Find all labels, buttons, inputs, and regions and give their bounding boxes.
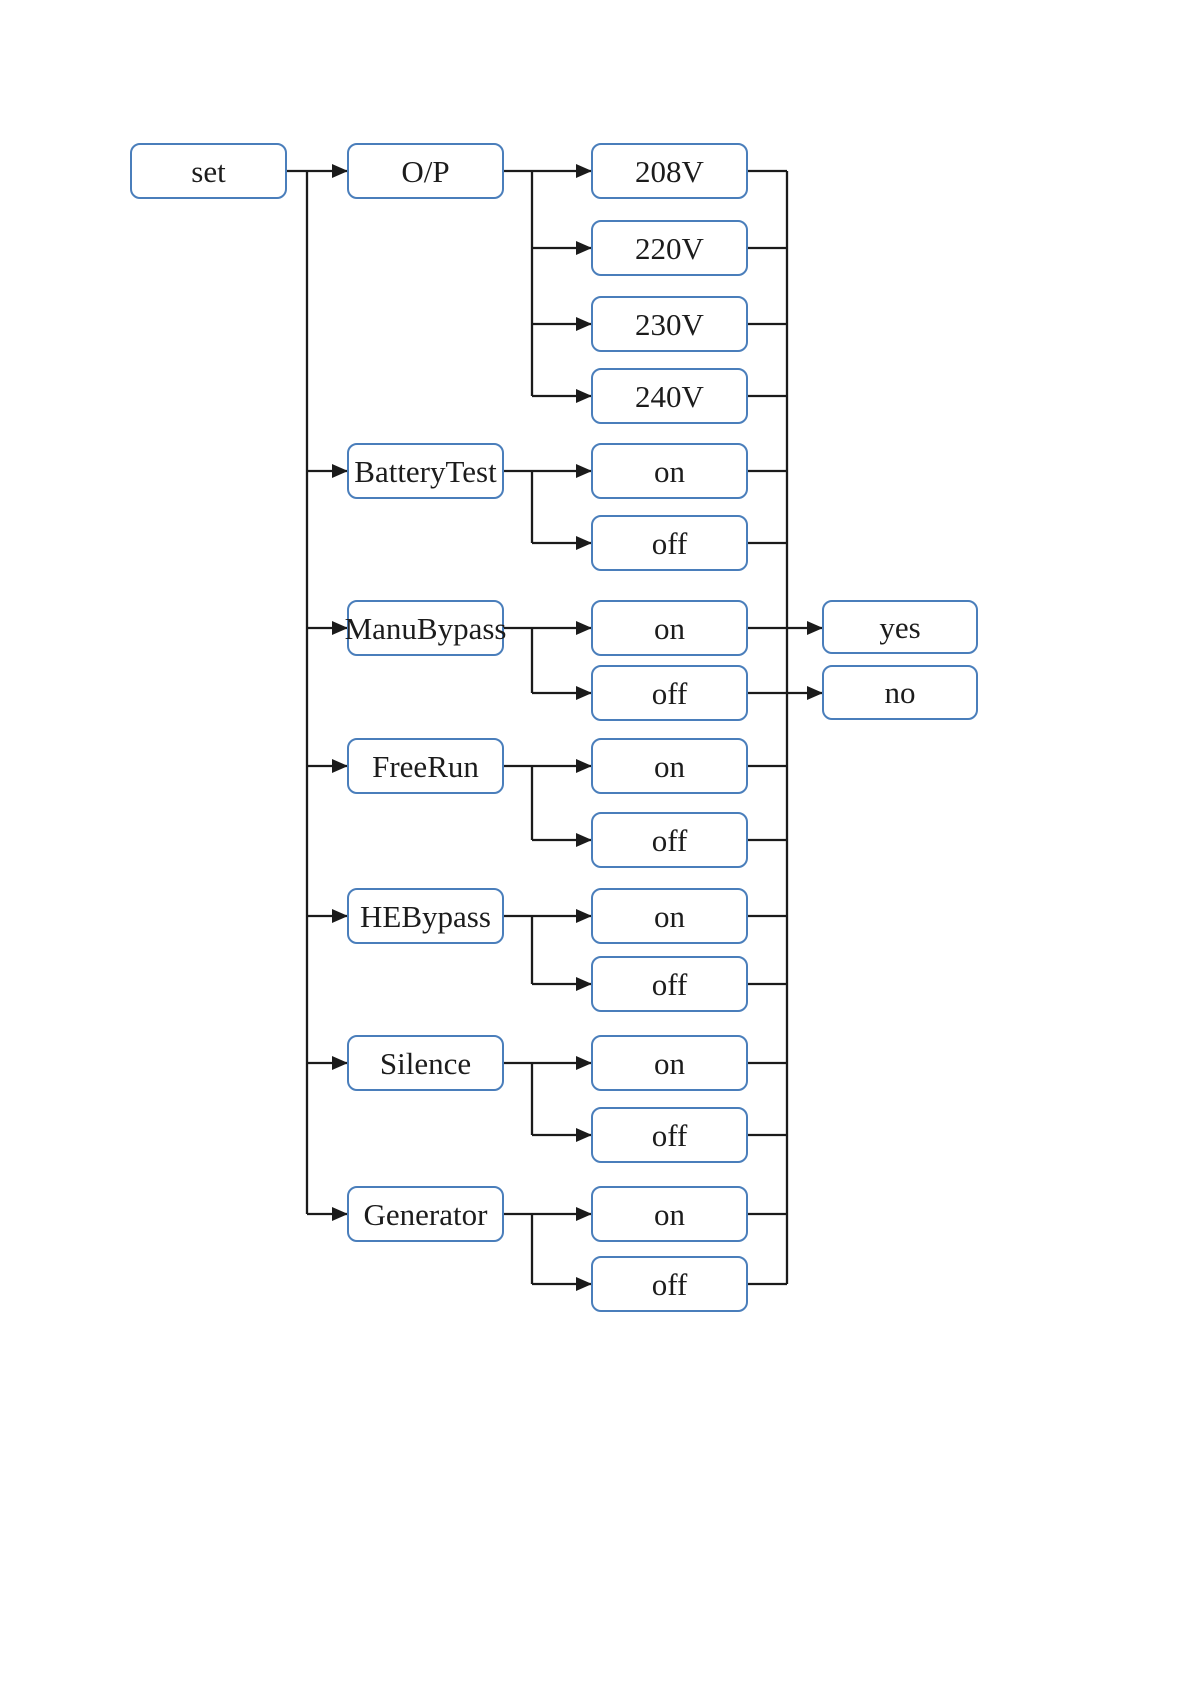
- arrow-right-icon: [576, 164, 592, 178]
- node-silence: Silence: [347, 1035, 504, 1091]
- node-op: O/P: [347, 143, 504, 199]
- arrow-right-icon: [332, 1056, 348, 1070]
- arrow-right-icon: [576, 536, 592, 550]
- arrow-right-icon: [576, 317, 592, 331]
- node-he-bypass-on: on: [591, 888, 748, 944]
- arrow-right-icon: [576, 1056, 592, 1070]
- arrow-right-icon: [332, 164, 348, 178]
- arrow-right-icon: [576, 389, 592, 403]
- node-op-230v: 230V: [591, 296, 748, 352]
- node-manu-bypass-on: on: [591, 600, 748, 656]
- node-op-240v: 240V: [591, 368, 748, 424]
- arrow-right-icon: [576, 464, 592, 478]
- node-manu-bypass: ManuBypass: [345, 600, 506, 656]
- node-set: set: [130, 143, 287, 199]
- arrow-right-icon: [576, 1128, 592, 1142]
- arrow-right-icon: [576, 241, 592, 255]
- node-he-bypass: HEBypass: [347, 888, 504, 944]
- node-op-208v: 208V: [591, 143, 748, 199]
- node-silence-on: on: [591, 1035, 748, 1091]
- node-generator-off: off: [591, 1256, 748, 1312]
- arrow-right-icon: [807, 621, 823, 635]
- node-battery-test-on: on: [591, 443, 748, 499]
- arrow-right-icon: [576, 977, 592, 991]
- node-generator-on: on: [591, 1186, 748, 1242]
- node-manu-bypass-no: no: [822, 665, 978, 720]
- node-battery-test-off: off: [591, 515, 748, 571]
- arrow-right-icon: [332, 464, 348, 478]
- arrow-right-icon: [332, 909, 348, 923]
- node-generator: Generator: [347, 1186, 504, 1242]
- arrow-right-icon: [576, 621, 592, 635]
- node-battery-test: BatteryTest: [347, 443, 504, 499]
- node-silence-off: off: [591, 1107, 748, 1163]
- arrow-right-icon: [332, 759, 348, 773]
- node-op-220v: 220V: [591, 220, 748, 276]
- arrow-right-icon: [332, 621, 348, 635]
- node-free-run-on: on: [591, 738, 748, 794]
- node-he-bypass-off: off: [591, 956, 748, 1012]
- arrow-right-icon: [576, 1207, 592, 1221]
- arrow-right-icon: [576, 759, 592, 773]
- node-manu-bypass-yes: yes: [822, 600, 978, 654]
- arrow-right-icon: [807, 686, 823, 700]
- arrow-right-icon: [576, 909, 592, 923]
- node-manu-bypass-off: off: [591, 665, 748, 721]
- arrow-right-icon: [576, 686, 592, 700]
- node-free-run: FreeRun: [347, 738, 504, 794]
- node-free-run-off: off: [591, 812, 748, 868]
- arrow-right-icon: [576, 833, 592, 847]
- arrow-right-icon: [332, 1207, 348, 1221]
- arrow-right-icon: [576, 1277, 592, 1291]
